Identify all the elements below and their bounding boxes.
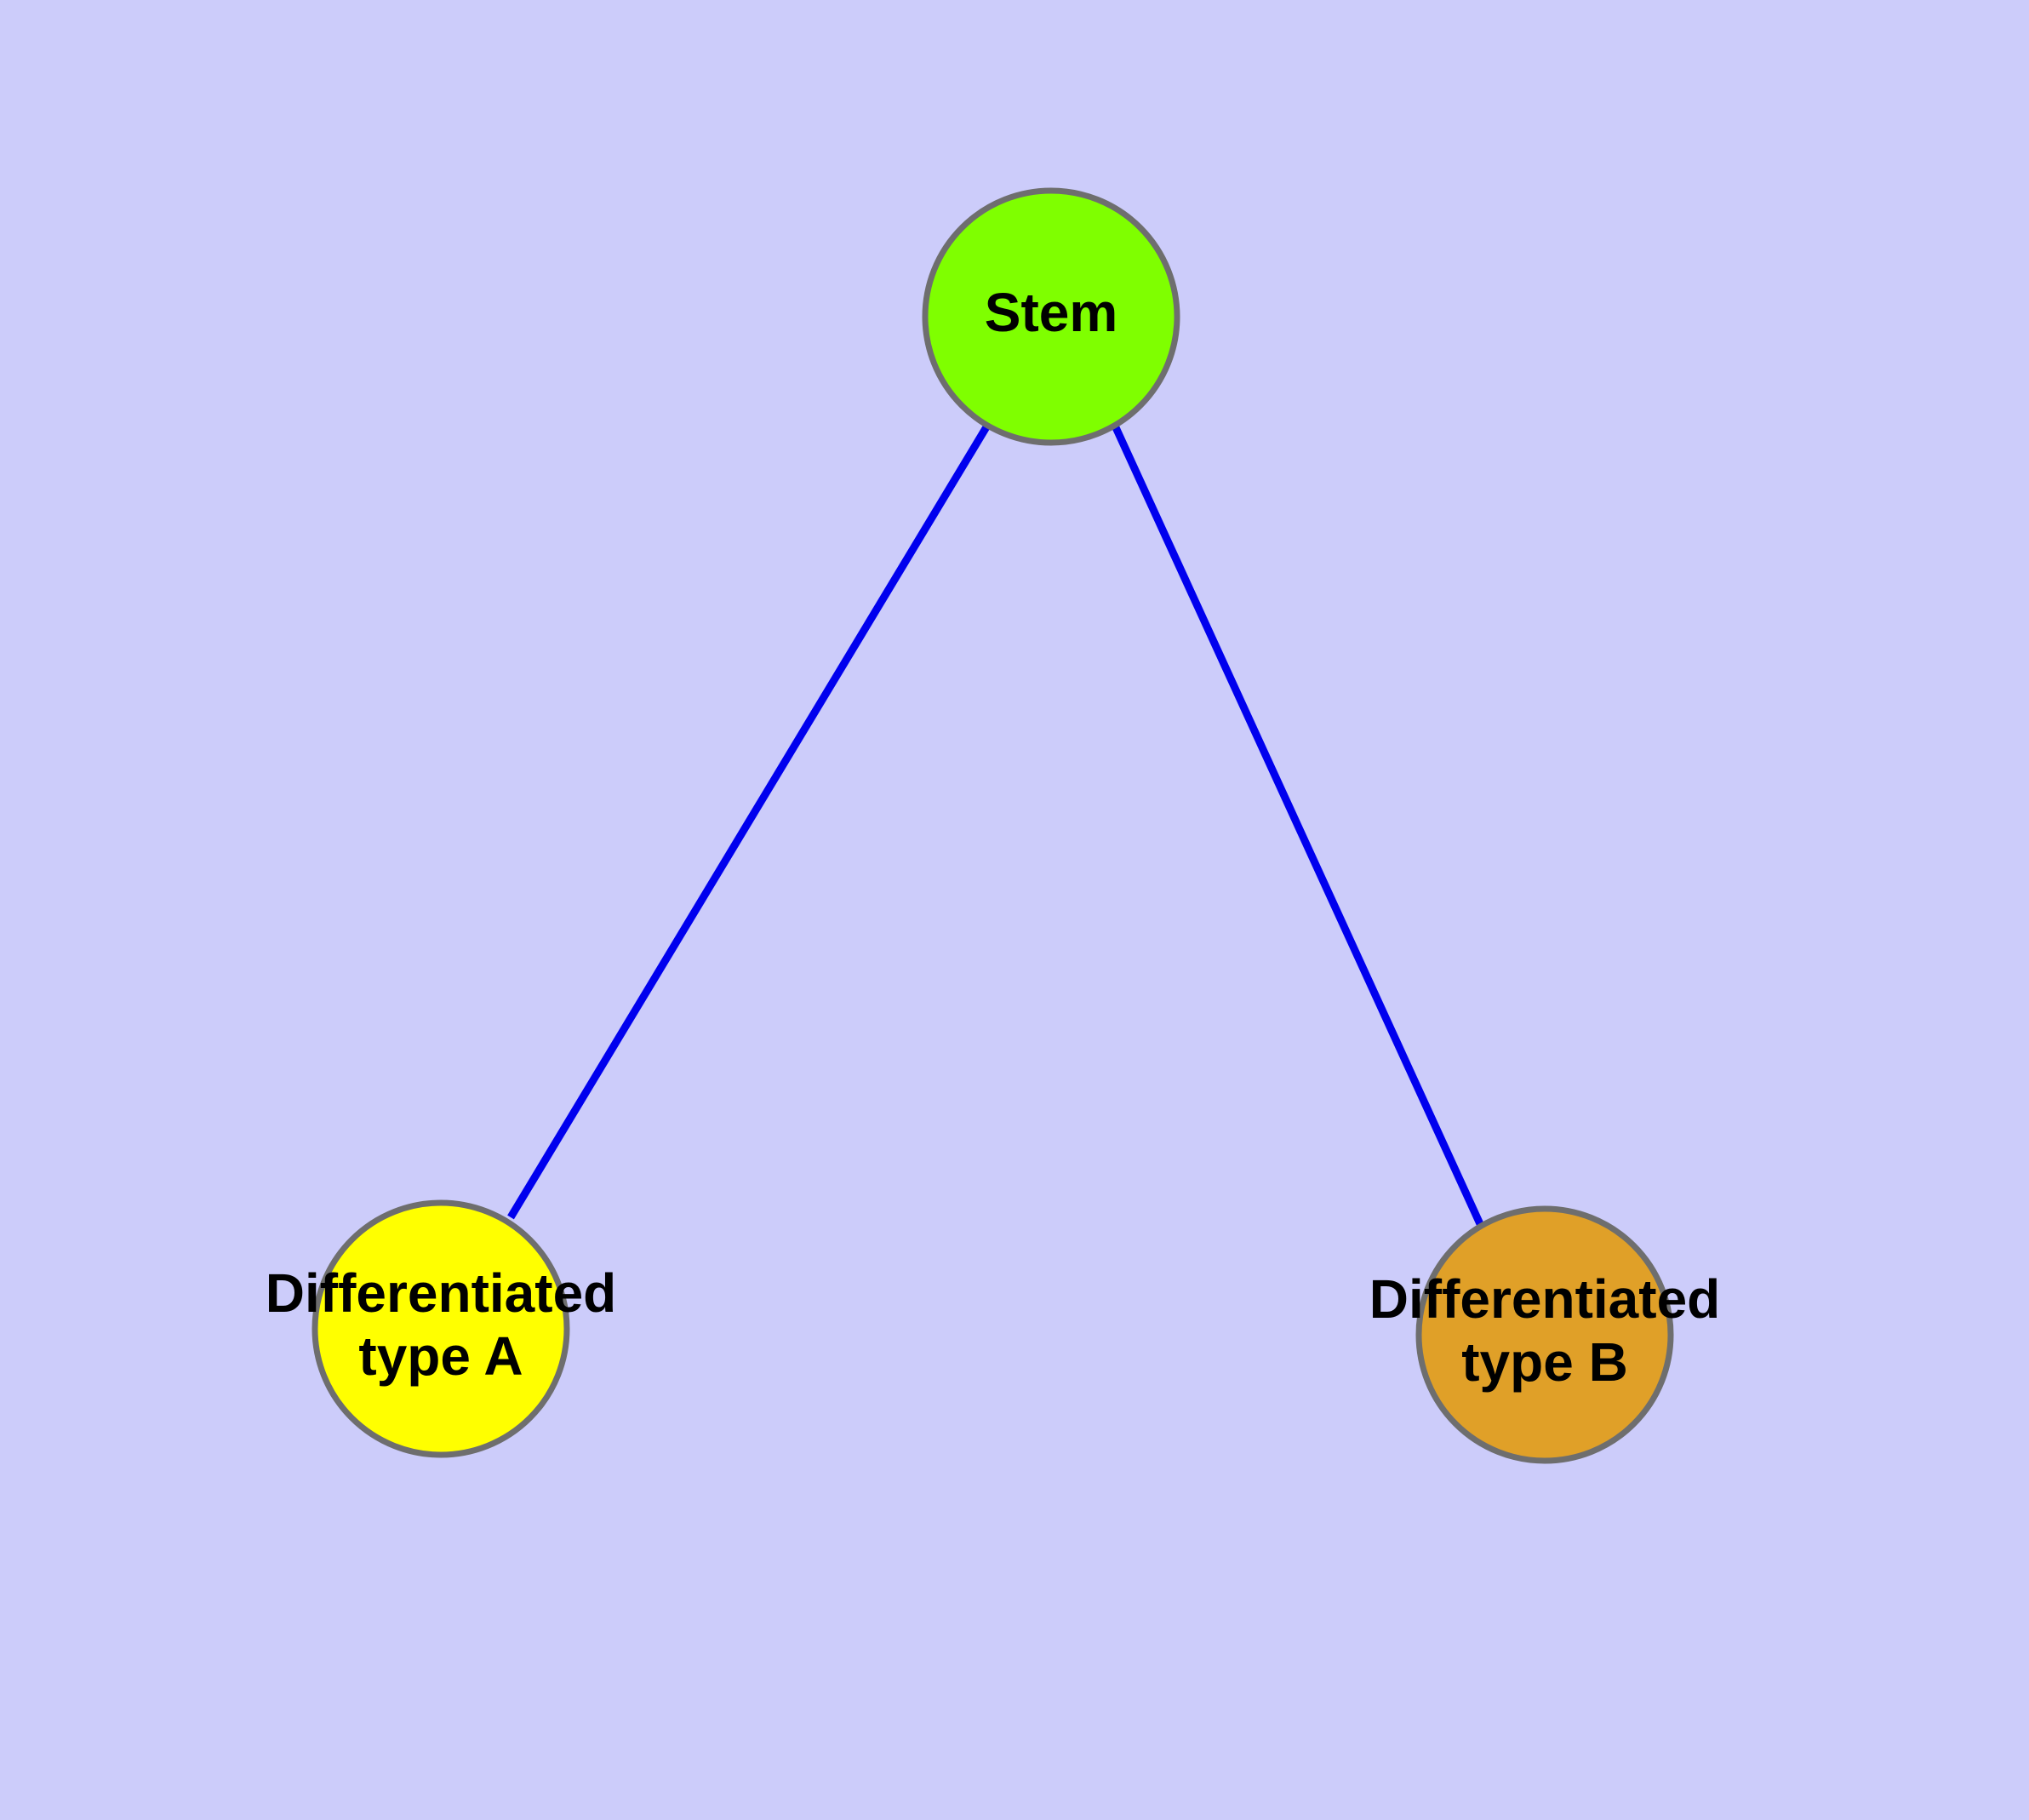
graph-node-diff_b[interactable] [1415,1205,1674,1464]
graph-node-diff_a[interactable] [311,1199,570,1458]
label-line: Stem [985,282,1118,343]
graph-node-label-stem: Stem [985,282,1118,343]
label-line: type A [358,1325,523,1387]
nodes-layer [311,187,1674,1464]
graph-node-stem[interactable] [922,187,1180,446]
edges-layer [507,423,1485,1228]
label-line: Differentiated [1369,1268,1721,1330]
graph-edge-stem-to-a[interactable] [507,423,991,1220]
label-line: Differentiated [266,1262,617,1324]
label-line: type B [1461,1331,1628,1393]
graph-edge-stem-to-b[interactable] [1111,424,1485,1228]
